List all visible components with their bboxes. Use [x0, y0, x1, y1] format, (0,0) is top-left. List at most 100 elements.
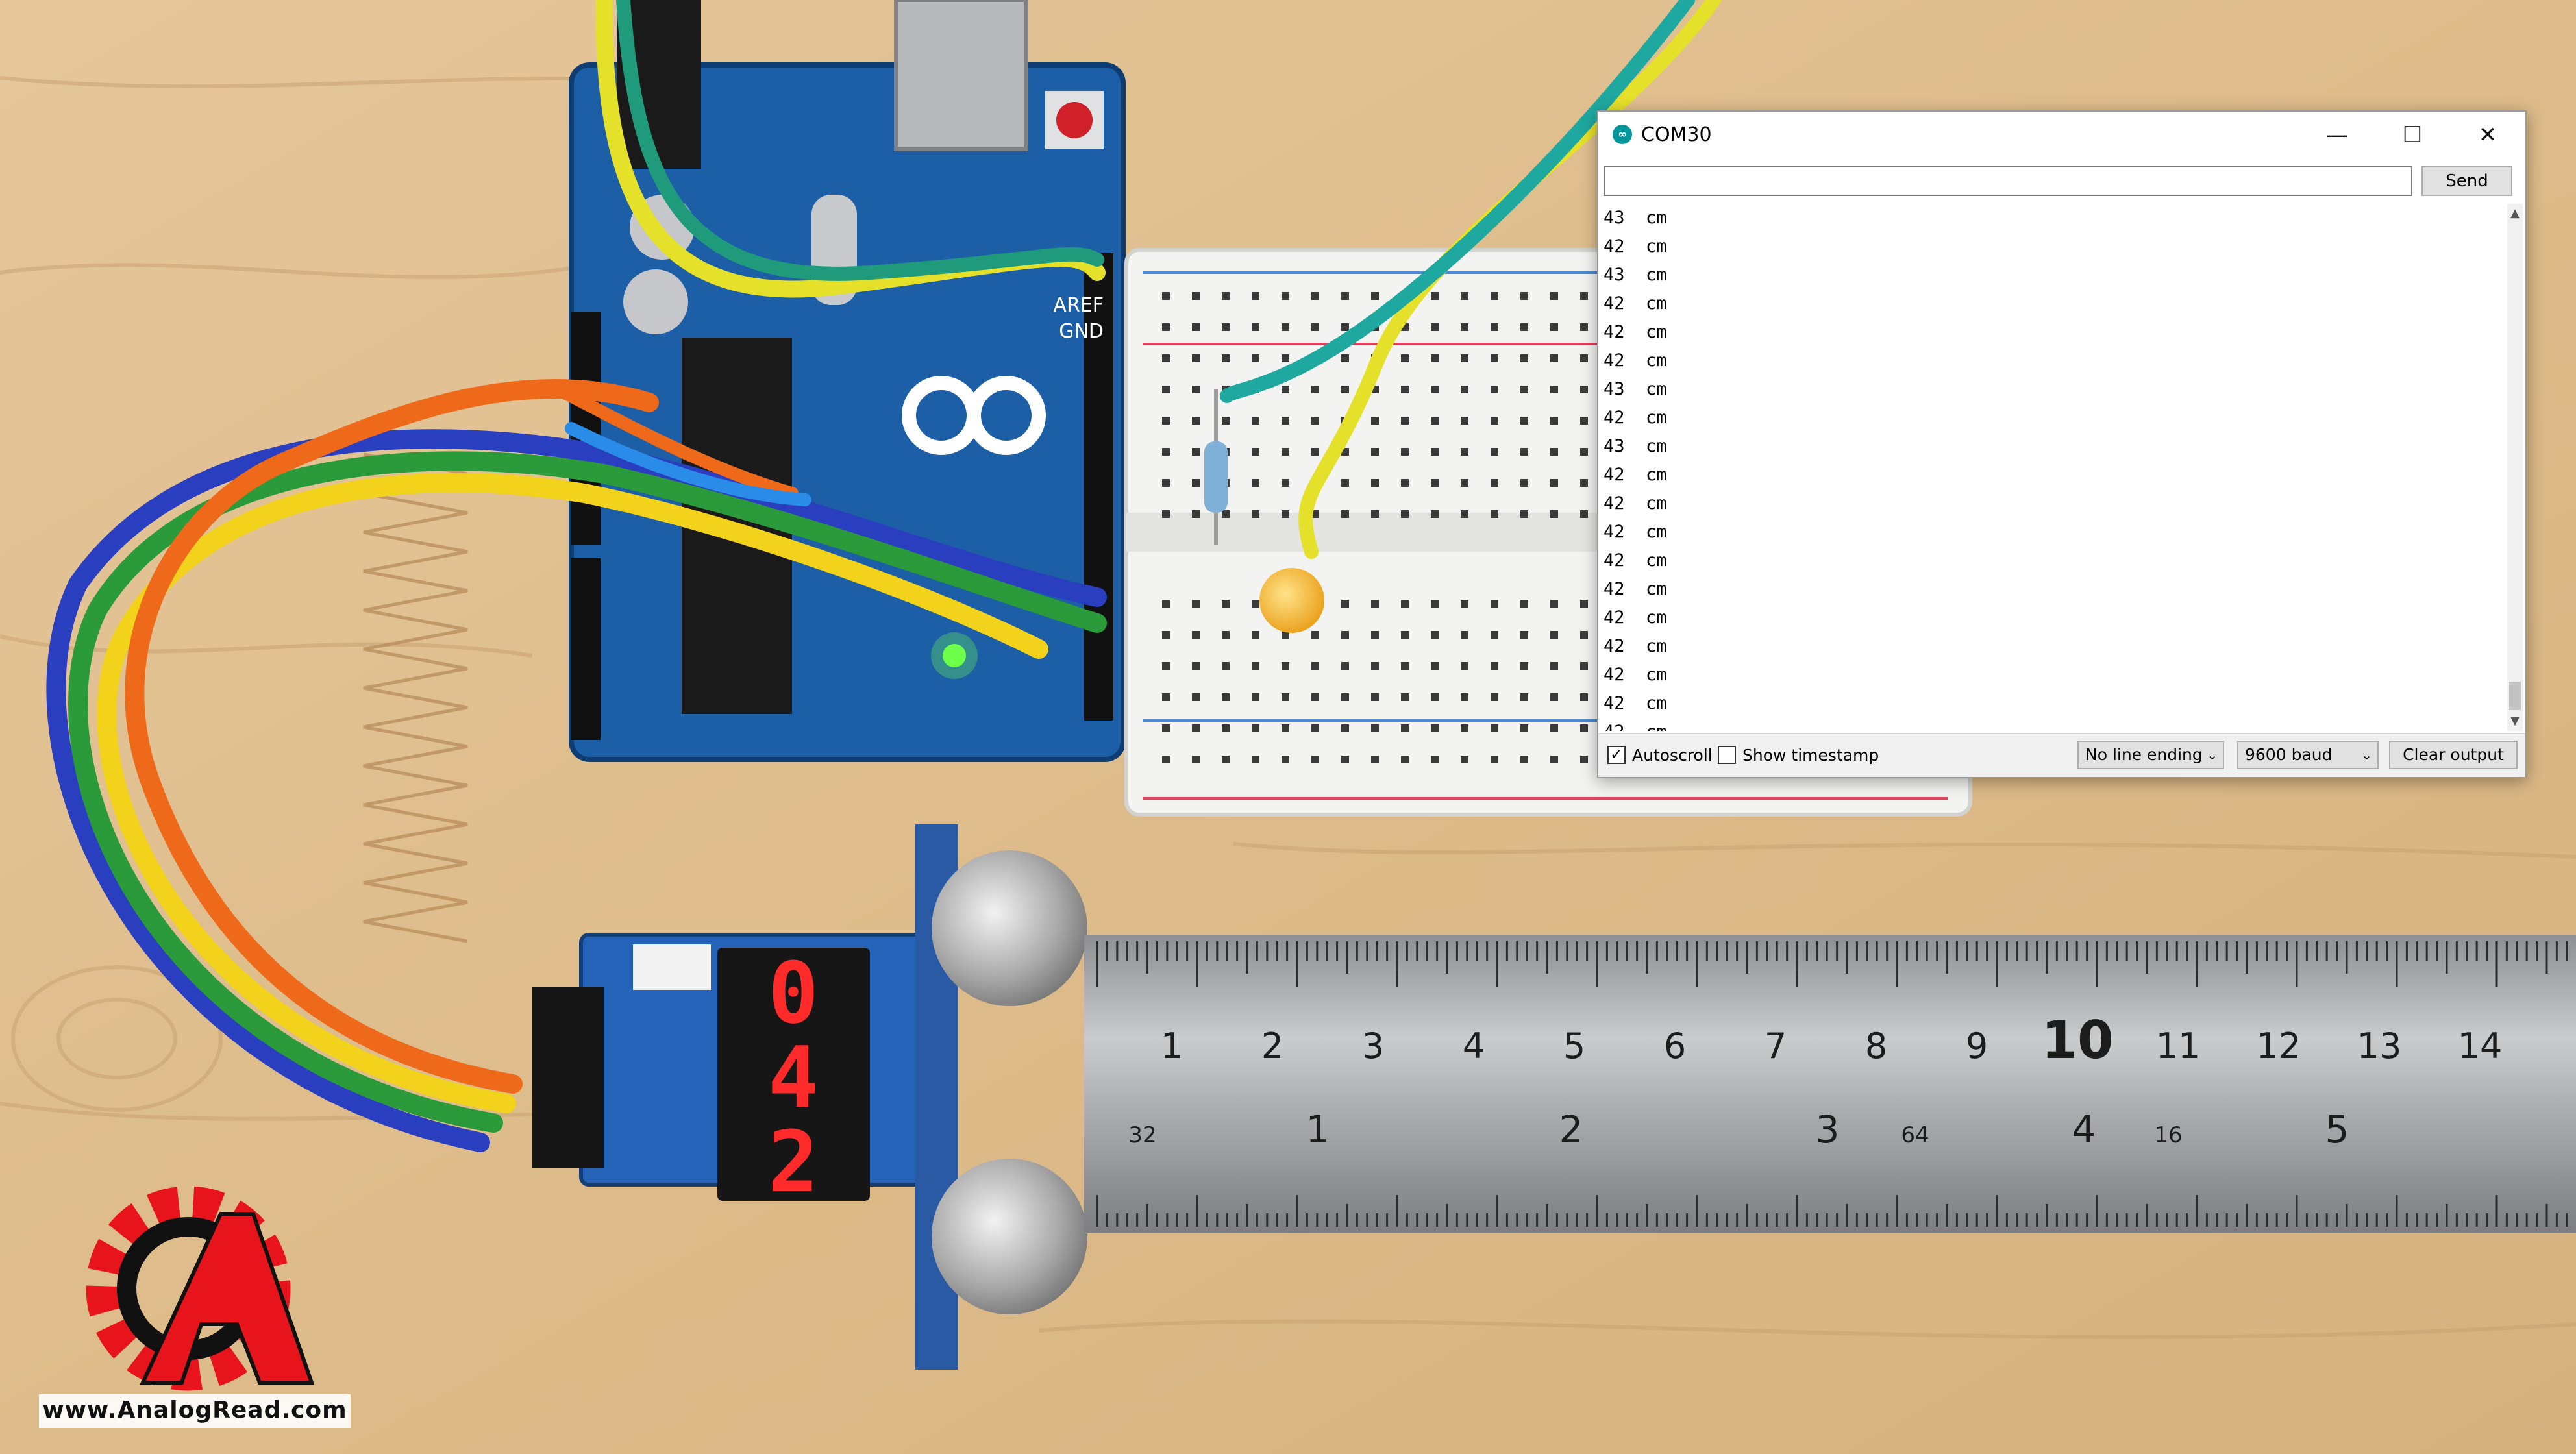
serial-output-line: 42 cm: [1604, 665, 1667, 685]
breadboard-hole: [1371, 756, 1379, 763]
breadboard-hole: [1192, 662, 1200, 670]
breadboard-hole: [1520, 479, 1528, 487]
breadboard-hole: [1282, 510, 1289, 518]
breadboard-hole: [1192, 292, 1200, 300]
breadboard-hole: [1431, 662, 1439, 670]
vertical-scrollbar[interactable]: ▲ ▼: [2507, 204, 2523, 731]
breadboard-hole: [1401, 479, 1409, 487]
breadboard-hole: [1162, 323, 1170, 331]
breadboard-hole: [1162, 417, 1170, 425]
breadboard-hole: [1550, 292, 1558, 300]
send-button[interactable]: Send: [2421, 166, 2512, 196]
breadboard-hole: [1371, 600, 1379, 608]
breadboard-hole: [1162, 756, 1170, 763]
ruler-inch-label: 4: [2072, 1107, 2096, 1152]
breadboard-hole: [1282, 631, 1289, 639]
table-joint-edge: [363, 452, 468, 943]
orange-led: [1259, 568, 1324, 633]
breadboard-hole: [1491, 600, 1498, 608]
breadboard-hole: [1371, 510, 1379, 518]
serial-output-line: 42 cm: [1604, 522, 1667, 542]
send-input[interactable]: [1604, 166, 2412, 196]
breadboard-hole: [1401, 354, 1409, 362]
breadboard-hole: [1461, 323, 1468, 331]
breadboard-hole: [1222, 724, 1230, 732]
breadboard-hole: [1401, 600, 1409, 608]
serial-output-line: 43 cm: [1604, 379, 1667, 399]
breadboard-hole: [1341, 693, 1349, 701]
power-led: [943, 644, 966, 667]
ruler-inch-label: 64: [1901, 1122, 1929, 1148]
breadboard-hole: [1252, 631, 1259, 639]
serial-output-line: 42 cm: [1604, 322, 1667, 342]
breadboard-hole: [1550, 448, 1558, 456]
breadboard-hole: [1282, 386, 1289, 393]
scroll-up-icon[interactable]: ▲: [2510, 206, 2520, 220]
minimize-button[interactable]: —: [2326, 122, 2348, 148]
line-ending-value: No line ending: [2085, 745, 2203, 764]
svg-text:AREF: AREF: [1053, 294, 1104, 317]
scroll-thumb[interactable]: [2509, 682, 2521, 710]
ruler-cm-label: 14: [2458, 1026, 2503, 1066]
breadboard-hole: [1401, 510, 1409, 518]
breadboard-hole: [1162, 354, 1170, 362]
breadboard-hole: [1222, 510, 1230, 518]
title-bar[interactable]: ∞ COM30 — ☐ ✕: [1598, 112, 2525, 158]
maximize-button[interactable]: ☐: [2402, 122, 2423, 148]
breadboard-hole: [1311, 724, 1319, 732]
breadboard-hole: [1520, 662, 1528, 670]
ruler-cm-label: 1: [1161, 1026, 1183, 1066]
breadboard-hole: [1311, 662, 1319, 670]
serial-output-line: 42 cm: [1604, 608, 1667, 628]
breadboard-hole: [1252, 510, 1259, 518]
ruler-inch-label: 1: [1306, 1107, 1330, 1152]
breadboard-hole: [1341, 724, 1349, 732]
scroll-down-icon[interactable]: ▼: [2510, 714, 2520, 728]
breadboard-hole: [1580, 693, 1588, 701]
show-timestamp-checkbox[interactable]: [1718, 746, 1736, 764]
breadboard-hole: [1371, 292, 1379, 300]
seven-segment-display: [717, 948, 870, 1201]
clear-output-button[interactable]: Clear output: [2389, 741, 2518, 769]
breadboard-hole: [1461, 724, 1468, 732]
ruler-inch-label: 16: [2154, 1122, 2182, 1148]
breadboard-hole: [1580, 354, 1588, 362]
breadboard-hole: [1431, 448, 1439, 456]
breadboard-hole: [1461, 631, 1468, 639]
breadboard-hole: [1461, 354, 1468, 362]
digital-header: [1084, 253, 1113, 721]
breadboard-hole: [1252, 724, 1259, 732]
serial-footer: ✓ Autoscroll Show timestamp No line endi…: [1598, 733, 2525, 777]
baud-rate-select[interactable]: 9600 baud ⌄: [2237, 741, 2379, 769]
breadboard-hole: [1431, 292, 1439, 300]
breadboard-hole: [1282, 323, 1289, 331]
line-ending-select[interactable]: No line ending ⌄: [2077, 741, 2224, 769]
breadboard-hole: [1461, 756, 1468, 763]
breadboard-hole: [1341, 631, 1349, 639]
ruler-cm-label: 2: [1261, 1026, 1283, 1066]
breadboard-hole: [1491, 323, 1498, 331]
breadboard-hole: [1520, 386, 1528, 393]
breadboard-hole: [1461, 417, 1468, 425]
breadboard-hole: [1341, 323, 1349, 331]
autoscroll-checkbox[interactable]: ✓: [1607, 746, 1626, 764]
breadboard-hole: [1341, 292, 1349, 300]
breadboard-hole: [1192, 448, 1200, 456]
display-digit-2: 4: [768, 1028, 819, 1127]
show-timestamp-label: Show timestamp: [1742, 746, 1879, 765]
breadboard-hole: [1550, 631, 1558, 639]
ruler-inch-label: 3: [1816, 1107, 1840, 1152]
arduino-logo: [902, 376, 1046, 455]
breadboard-hole: [1162, 510, 1170, 518]
breadboard-hole: [1401, 756, 1409, 763]
breadboard-hole: [1252, 417, 1259, 425]
breadboard-hole: [1401, 724, 1409, 732]
breadboard-hole: [1461, 510, 1468, 518]
breadboard-hole: [1341, 510, 1349, 518]
breadboard-hole: [1252, 292, 1259, 300]
close-button[interactable]: ✕: [2478, 122, 2497, 148]
breadboard-hole: [1341, 756, 1349, 763]
